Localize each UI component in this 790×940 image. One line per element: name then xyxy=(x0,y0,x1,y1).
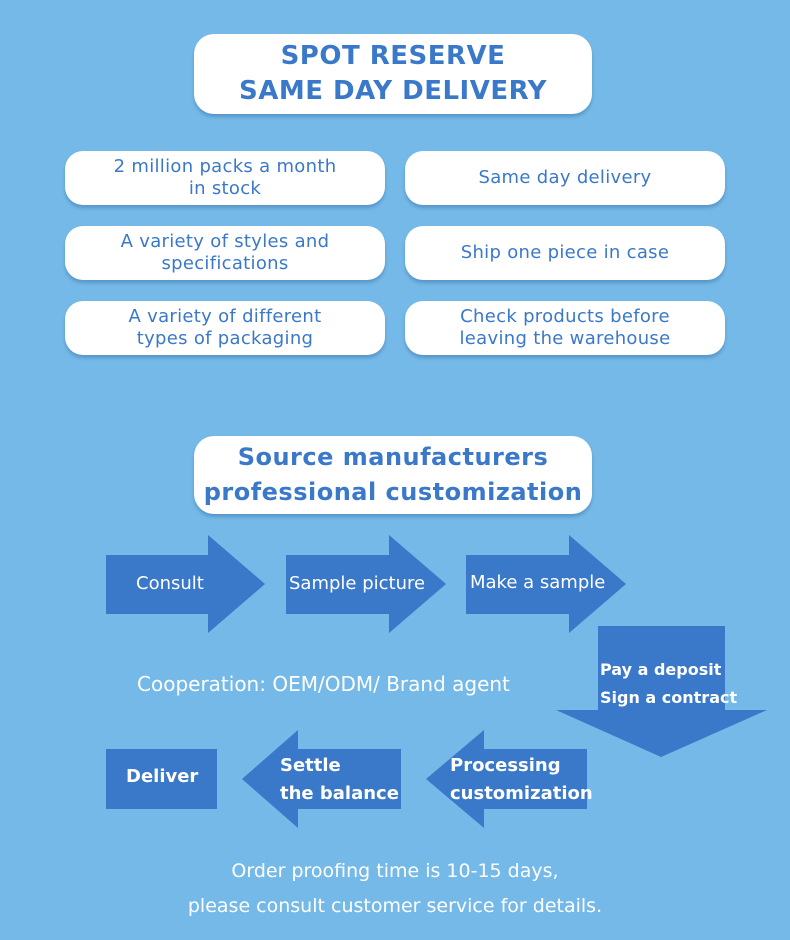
note-line-1: Order proofing time is 10-15 days, xyxy=(231,860,559,882)
step-line: Pay a deposit xyxy=(600,660,722,679)
step-make-sample-label: Make a sample xyxy=(470,572,606,593)
cooperation-text: Cooperation: OEM/ODM/ Brand agent xyxy=(137,672,510,696)
step-line: Sign a contract xyxy=(600,688,738,707)
customization-header: Source manufacturers professional custom… xyxy=(194,436,592,514)
note-line-2: please consult customer service for deta… xyxy=(187,895,603,917)
feature-text: Ship one piece in case xyxy=(460,242,670,263)
feature-text: leaving the warehouse xyxy=(459,328,671,349)
step-deliver-label: Deliver xyxy=(126,766,199,787)
feature-text: in stock xyxy=(188,178,262,199)
header-line-1: Source manufacturers xyxy=(237,443,549,471)
feature-text: A variety of styles and xyxy=(120,231,330,252)
spot-reserve-header: SPOT RESERVE SAME DAY DELIVERY xyxy=(194,34,592,114)
step-pay-deposit-label: Pay a deposit Sign a contract xyxy=(600,656,737,712)
arrow-processing xyxy=(426,730,587,828)
step-sample-picture-label: Sample picture xyxy=(289,573,426,594)
header-line-2: SAME DAY DELIVERY xyxy=(238,76,548,106)
header-line-2: professional customization xyxy=(203,478,583,506)
feature-text: Same day delivery xyxy=(478,167,652,188)
step-line: Processing xyxy=(450,755,561,776)
step-settle-label: Settle the balance xyxy=(280,752,399,808)
feature-text: Check products before xyxy=(460,306,670,327)
feature-card-ship-one: Ship one piece in case xyxy=(405,226,725,280)
box-deliver xyxy=(106,749,217,809)
feature-text: 2 million packs a month xyxy=(113,156,337,177)
feature-card-same-day: Same day delivery xyxy=(405,151,725,205)
arrow-consult xyxy=(106,535,265,633)
step-line: the balance xyxy=(280,783,399,804)
step-consult-label: Consult xyxy=(136,573,204,594)
feature-text: types of packaging xyxy=(136,328,314,349)
arrow-sample-picture xyxy=(286,535,446,633)
arrow-pay-deposit xyxy=(556,626,767,757)
step-processing-label: Processing customization xyxy=(450,752,593,808)
feature-text: A variety of different xyxy=(128,306,322,327)
arrow-settle-balance xyxy=(242,730,401,828)
arrow-make-sample xyxy=(466,535,626,633)
step-line: customization xyxy=(450,783,593,804)
header-line-1: SPOT RESERVE xyxy=(280,41,506,71)
step-line: Settle xyxy=(280,755,341,776)
feature-text: specifications xyxy=(161,253,289,274)
